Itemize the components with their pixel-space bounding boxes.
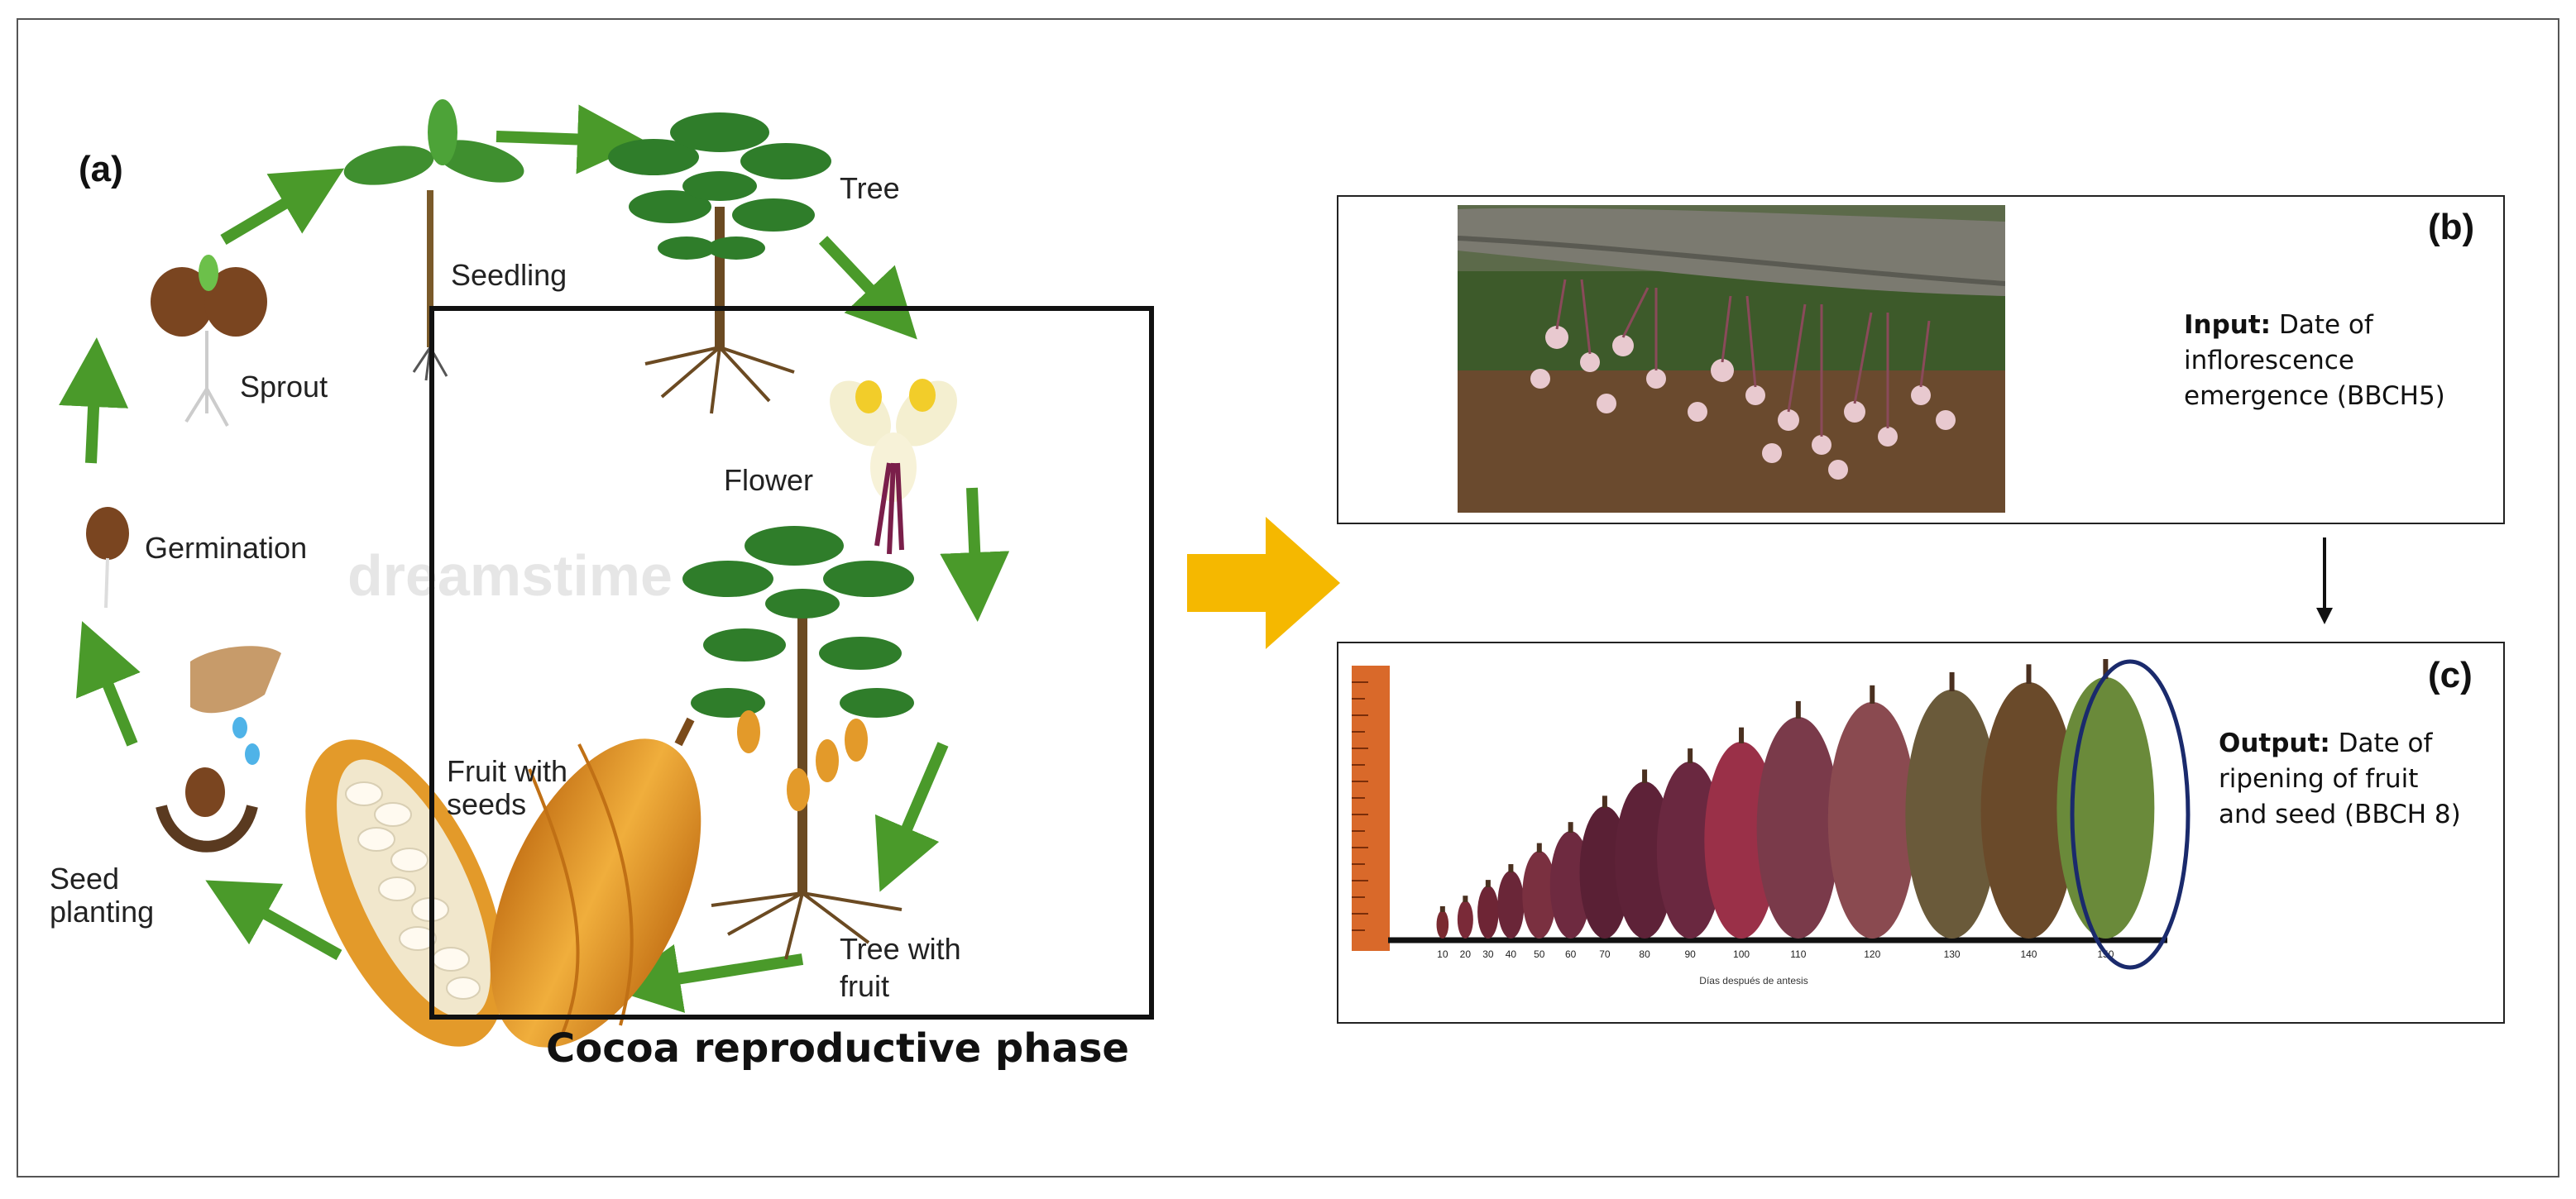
label-fruit-with-seeds-1: Fruit with [447, 754, 567, 788]
pod-stem-day-30 [1485, 880, 1491, 887]
opened-pod-illustration [305, 739, 505, 1047]
tree-with-fruit-illustration [682, 526, 914, 960]
pod-stem-day-140 [2026, 664, 2032, 684]
pod-stem-day-70 [1602, 795, 1607, 808]
day-tick-label: 60 [1565, 948, 1577, 960]
pod-day-150 [2056, 677, 2155, 939]
panel-a-letter: (a) [79, 149, 123, 189]
pod-day-50 [1522, 851, 1557, 939]
pod-stem-day-80 [1642, 769, 1648, 783]
pod-stem-day-130 [1949, 671, 1955, 691]
whole-pod-illustration [490, 717, 701, 1048]
ripe-pod-highlight [2070, 659, 2191, 970]
flower-illustration [830, 379, 957, 555]
day-tick-label: 130 [1944, 948, 1961, 960]
pod-stem-day-50 [1536, 843, 1542, 853]
pod-day-40 [1497, 871, 1525, 939]
pod-day-110 [1756, 717, 1841, 939]
day-tick-label: 40 [1506, 948, 1517, 960]
tree-illustration [608, 112, 831, 414]
label-seedling: Seedling [451, 258, 567, 292]
day-tick-label: 10 [1437, 948, 1448, 960]
pod-stem-day-150 [2103, 659, 2109, 679]
panel-b-letter: (b) [2428, 207, 2475, 247]
panel-a-illustration: dreamstime [50, 99, 1154, 1048]
day-tick-label: 80 [1639, 948, 1650, 960]
day-tick-label: 90 [1684, 948, 1696, 960]
day-tick-label: 30 [1482, 948, 1494, 960]
pod-day-130 [1905, 690, 1999, 939]
output-text-2: ripening of fruit [2219, 764, 2419, 794]
pod-day-10 [1436, 910, 1449, 939]
label-seed-planting-1: Seed [50, 862, 119, 896]
label-tree: Tree [840, 171, 900, 205]
pod-stem-day-110 [1795, 700, 1801, 719]
label-flower: Flower [724, 463, 813, 497]
day-tick-label: 50 [1534, 948, 1545, 960]
output-label: Output: [2219, 728, 2330, 758]
pod-stem-day-10 [1439, 905, 1445, 912]
pod-day-30 [1477, 886, 1499, 939]
day-tick-label: 20 [1460, 948, 1472, 960]
day-tick-label: 140 [2020, 948, 2037, 960]
big-arrow [1187, 517, 1340, 649]
pod-stem-day-20 [1463, 896, 1468, 902]
pod-day-120 [1827, 702, 1917, 939]
output-text-3: and seed (BBCH 8) [2219, 800, 2461, 829]
panel-c-letter: (c) [2428, 655, 2473, 695]
input-label: Input: [2184, 310, 2272, 340]
pod-stem-day-90 [1688, 748, 1693, 763]
day-tick-label: 100 [1733, 948, 1750, 960]
day-tick-label: 120 [1864, 948, 1880, 960]
pod-stem-day-60 [1568, 822, 1573, 833]
input-text-2: inflorescence [2184, 346, 2354, 375]
connector-arrow [2316, 537, 2333, 624]
pod-stem-day-40 [1508, 864, 1514, 872]
measuring-ruler [1352, 666, 1390, 951]
input-text-1: Date of [2271, 310, 2373, 340]
pods-group [1436, 659, 2155, 939]
watermark: dreamstime [347, 543, 673, 608]
reproductive-phase-caption: Cocoa reproductive phase [546, 1025, 1129, 1072]
axis-caption: Días después de antesis [1699, 975, 1808, 986]
input-text-3: emergence (BBCH5) [2184, 381, 2445, 411]
day-tick-label: 110 [1790, 948, 1806, 960]
label-germination: Germination [145, 531, 307, 565]
seed-planting-illustration [156, 646, 281, 853]
output-description: Output: Date of ripening of fruit and se… [2219, 726, 2461, 833]
label-seed-planting-2: planting [50, 895, 154, 929]
inflorescence-photo [1458, 205, 2005, 513]
label-fruit-with-seeds-2: seeds [447, 787, 526, 821]
label-tree-with-fruit-2: fruit [840, 969, 889, 1003]
pod-day-140 [1980, 682, 2077, 939]
germination-illustration [86, 507, 129, 609]
label-tree-with-fruit-1: Tree with [840, 932, 961, 966]
cycle-arrows [59, 104, 1010, 1013]
outer-frame [17, 18, 2559, 1178]
output-text-1: Date of [2329, 728, 2433, 758]
input-description: Input: Date of inflorescence emergence (… [2184, 308, 2445, 414]
day-tick-label: 70 [1599, 948, 1611, 960]
sprout-illustration [151, 255, 267, 427]
reproductive-phase-box [429, 306, 1154, 1020]
pod-stem-day-120 [1870, 685, 1875, 704]
pod-stem-day-100 [1739, 727, 1745, 743]
pod-day-20 [1457, 900, 1473, 939]
label-sprout: Sprout [240, 370, 328, 404]
